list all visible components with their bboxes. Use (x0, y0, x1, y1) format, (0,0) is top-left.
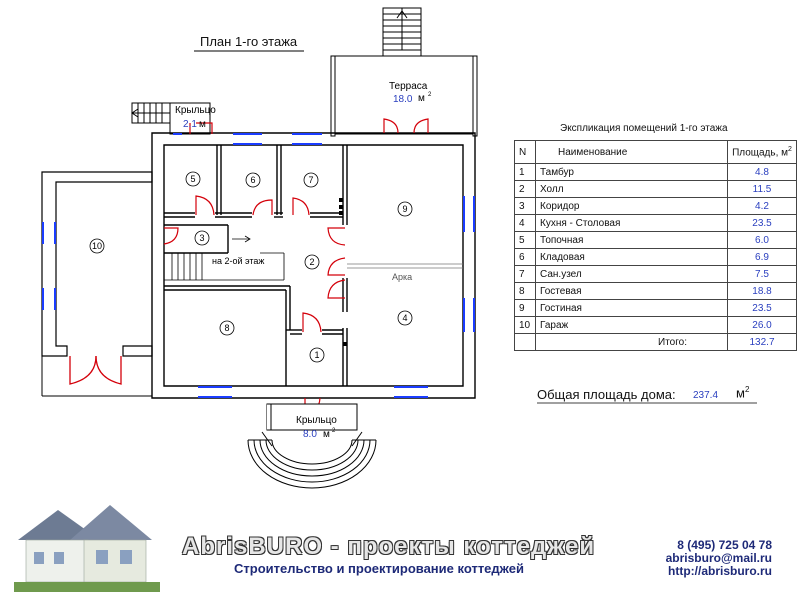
arch-label: Арка (392, 272, 412, 282)
contact-email[interactable]: abrisburo@mail.ru (665, 551, 772, 565)
room-markers (89, 171, 413, 363)
row-area: 6.0 (727, 231, 797, 249)
row-name: Тамбур (535, 163, 728, 181)
room-number-8: 8 (224, 323, 229, 333)
row-number: 7 (514, 265, 536, 283)
front-porch (247, 403, 377, 489)
row-area: 26.0 (727, 316, 797, 334)
house-total-unit: м2 (736, 385, 750, 401)
row-number: 4 (514, 214, 536, 232)
row-name: Сан.узел (535, 265, 728, 283)
row-area: 6.9 (727, 248, 797, 266)
total-row-blank (514, 333, 536, 351)
header-number: N (514, 140, 536, 164)
brand-name: AbrisBURO - проекты коттеджей (182, 533, 596, 560)
house-total-label: Общая площадь дома: (537, 387, 676, 402)
explication-title: Экспликация помещений 1-го этажа (560, 123, 728, 134)
garage-gate (69, 355, 122, 385)
room-number-4: 4 (402, 313, 407, 323)
row-number: 10 (514, 316, 536, 334)
room-number-1: 1 (314, 350, 319, 360)
room-number-5: 5 (190, 174, 195, 184)
row-number: 8 (514, 282, 536, 300)
terrace-area: 18.0 (393, 94, 413, 105)
room-number-9: 9 (402, 204, 407, 214)
row-name: Кладовая (535, 248, 728, 266)
total-value: 132.7 (727, 333, 797, 351)
row-name: Гостевая (535, 282, 728, 300)
total-row: Итого: 132.7 (514, 333, 797, 351)
doors (163, 118, 429, 414)
row-number: 3 (514, 197, 536, 215)
row-name: Гостиная (535, 299, 728, 317)
row-name: Кухня - Столовая (535, 214, 728, 232)
room-numbers: 1 2 3 4 5 6 7 8 9 10 (92, 174, 408, 360)
interior-stairs (164, 235, 285, 281)
row-number: 1 (514, 163, 536, 181)
front-porch-area: 8.0 (303, 429, 317, 440)
plan-title: План 1-го этажа (200, 34, 298, 49)
windows (42, 133, 475, 398)
room-number-7: 7 (308, 175, 313, 185)
row-area: 7.5 (727, 265, 797, 283)
terrace-unit-sup: 2 (428, 92, 432, 98)
terrace-label: Терраса (389, 81, 428, 92)
row-area: 4.8 (727, 163, 797, 181)
side-porch-unit: м (199, 119, 206, 130)
total-label: Итого: (535, 333, 728, 351)
arch (347, 263, 463, 269)
header-area: Площадь, м2 (727, 140, 797, 164)
terrace-unit: м (418, 93, 425, 104)
total-underline (537, 402, 757, 404)
house-illustration (14, 505, 160, 592)
row-name: Коридор (535, 197, 728, 215)
title-underline (194, 50, 304, 52)
header-name: Наименование (535, 140, 728, 164)
table-header-row: N Наименование Площадь, м2 (514, 140, 797, 164)
room-number-10: 10 (92, 241, 102, 251)
row-number: 5 (514, 231, 536, 249)
front-porch-label: Крыльцо (296, 415, 337, 426)
house-total-value: 237.4 (693, 390, 719, 401)
front-porch-unit-sup: 2 (332, 428, 336, 434)
row-name: Гараж (535, 316, 728, 334)
stairs-label: на 2-ой этаж (212, 256, 264, 266)
row-area: 18.8 (727, 282, 797, 300)
row-area: 23.5 (727, 299, 797, 317)
row-name: Топочная (535, 231, 728, 249)
contact-phone: 8 (495) 725 04 78 (677, 538, 772, 552)
room-number-2: 2 (309, 257, 314, 267)
brand-slogan: Строительство и проектирование коттеджей (234, 561, 524, 576)
row-number: 9 (514, 299, 536, 317)
room-number-6: 6 (250, 175, 255, 185)
side-porch-label: Крыльцо (175, 105, 216, 116)
vents (339, 198, 347, 346)
row-number: 2 (514, 180, 536, 198)
front-porch-unit: м (323, 429, 330, 440)
row-name: Холл (535, 180, 728, 198)
terrace-stairs (382, 7, 422, 57)
row-area: 11.5 (727, 180, 797, 198)
row-area: 4.2 (727, 197, 797, 215)
row-number: 6 (514, 248, 536, 266)
contact-site[interactable]: http://abrisburo.ru (668, 564, 772, 578)
row-area: 23.5 (727, 214, 797, 232)
side-porch-area: 2.1 (183, 119, 197, 130)
room-number-3: 3 (199, 233, 204, 243)
house-walls (151, 132, 476, 399)
